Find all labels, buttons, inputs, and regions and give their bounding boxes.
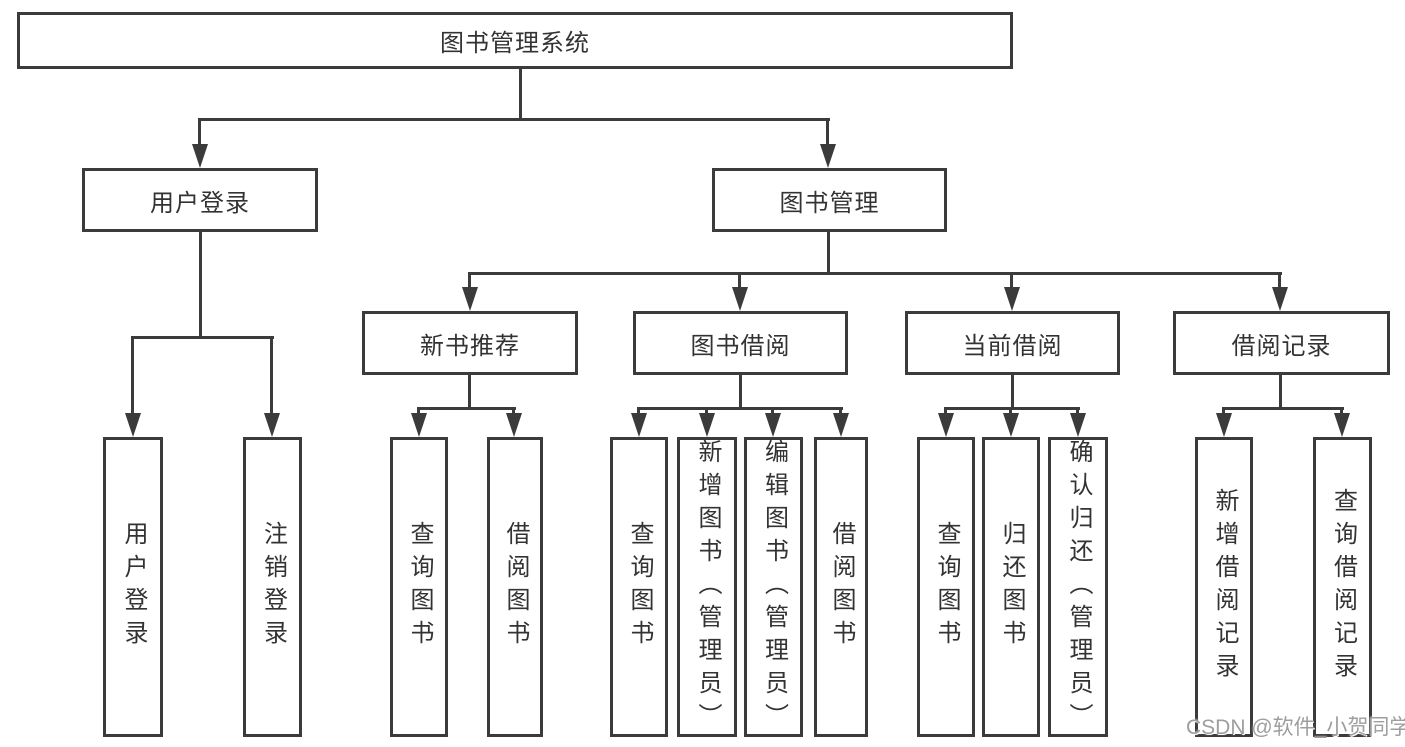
connector-root-stem [519,69,522,118]
down-arrow-icon [765,407,781,437]
connector-borrowing-records-rail [1222,407,1344,410]
down-arrow-icon [938,407,954,437]
connector-level1-rail [199,118,830,121]
node-borrowing-records: 借阅记录 [1173,311,1390,375]
connector-new-book-stem [468,375,471,410]
leaf-label: 查询图书 [406,521,433,653]
leaf-confirm-return-admin: 确认归还（管理员） [1048,437,1108,737]
leaf-query-borrow-record: 查询借阅记录 [1313,437,1372,737]
node-book-borrowing: 图书借阅 [633,311,848,375]
connector-book-management-stem [827,232,830,275]
connector-current-borrowing-stem [1011,375,1014,410]
leaf-user-login: 用户登录 [103,437,163,737]
node-user-login: 用户登录 [82,168,318,232]
leaf-label: 查询图书 [626,521,653,653]
leaf-label: 编辑图书（管理员） [760,438,788,736]
down-arrow-icon [1003,407,1019,437]
down-arrow-icon [833,407,849,437]
node-new-book-recommendation: 新书推荐 [362,311,578,375]
leaf-add-books-admin: 新增图书（管理员） [677,437,737,737]
connector-book-borrowing-stem [739,375,742,410]
leaf-label: 归还图书 [998,521,1025,653]
node-current-borrowing: 当前借阅 [905,311,1120,375]
node-label: 借阅记录 [1231,332,1332,360]
down-arrow-icon [631,407,647,437]
leaf-logout: 注销登录 [243,437,302,737]
leaf-return-books: 归还图书 [982,437,1040,737]
node-library-management-system: 图书管理系统 [17,12,1013,69]
leaf-query-books: 查询图书 [390,437,448,737]
down-arrow-icon [506,407,522,437]
down-arrow-icon [1004,272,1020,311]
leaf-label: 借阅图书 [828,521,855,653]
connector-current-borrowing-rail [944,407,1080,410]
down-arrow-icon [264,336,280,437]
down-arrow-icon [411,407,427,437]
connector-user-login-rail [131,336,274,339]
node-label: 图书管理 [779,189,880,217]
leaf-label: 查询借阅记录 [1329,488,1357,686]
leaf-borrow-books: 借阅图书 [487,437,543,737]
down-arrow-icon [1070,407,1086,437]
leaf-label: 查询图书 [933,521,960,653]
leaf-borrow-books: 借阅图书 [814,437,868,737]
down-arrow-icon [699,407,715,437]
node-label: 新书推荐 [420,332,520,360]
leaf-label: 用户登录 [120,521,147,653]
connector-user-login-stem [199,232,202,339]
leaf-query-books: 查询图书 [610,437,668,737]
leaf-edit-books-admin: 编辑图书（管理员） [744,437,803,737]
node-label: 当前借阅 [962,332,1063,360]
leaf-label: 借阅图书 [502,521,529,653]
down-arrow-icon [125,336,141,437]
csdn-watermark: CSDN @软件_小贺同学 [1186,716,1405,739]
connector-book-borrowing-rail [637,407,843,410]
down-arrow-icon [192,118,208,168]
leaf-label: 确认归还（管理员） [1065,438,1092,736]
connector-level2-rail [468,272,1282,275]
leaf-label: 新增图书（管理员） [694,438,721,736]
connector-new-book-rail [418,407,516,410]
leaf-label: 新增借阅记录 [1211,488,1238,686]
down-arrow-icon [820,118,836,168]
down-arrow-icon [1334,407,1350,437]
down-arrow-icon [732,272,748,311]
node-label: 用户登录 [150,189,250,217]
down-arrow-icon [1216,407,1232,437]
leaf-query-books: 查询图书 [917,437,975,737]
leaf-add-borrow-record: 新增借阅记录 [1195,437,1253,737]
node-label: 图书管理系统 [440,30,590,57]
connector-borrowing-records-stem [1279,375,1282,410]
leaf-label: 注销登录 [259,521,287,653]
node-label: 图书借阅 [690,332,791,360]
down-arrow-icon [1272,272,1288,311]
down-arrow-icon [462,272,478,311]
node-book-management: 图书管理 [712,168,947,232]
